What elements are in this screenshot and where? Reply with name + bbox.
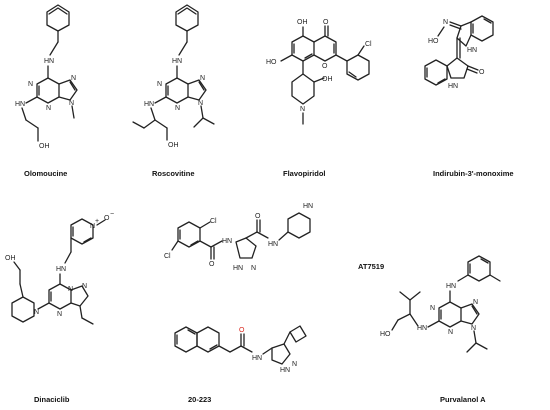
purvalanol-n9: N bbox=[471, 325, 476, 332]
indirubin-structure: HN N HO HN O Indirubin-3'-monoxime bbox=[424, 15, 514, 178]
indirubin-carbonyl-o: O bbox=[479, 69, 485, 76]
compound-20-223-nh: HN bbox=[252, 355, 262, 362]
purvalanol-a-structure: HN N N N N HN HO Purvalanol A bbox=[380, 255, 501, 404]
at7519-carbonyl-o1: O bbox=[209, 261, 215, 268]
olomoucine-structure: HN N N N N HN OH Olomoucine bbox=[15, 4, 78, 178]
dinaciclib-n-piperidine: N bbox=[34, 309, 39, 316]
flavopiridol-structure: O O Cl OH HO OH N Flavopiridol bbox=[266, 19, 372, 178]
dinaciclib-o-minus: O bbox=[104, 215, 110, 222]
flavopiridol-carbonyl-o: O bbox=[323, 19, 329, 26]
flavopiridol-n: N bbox=[300, 106, 305, 113]
at7519-cl-top: Cl bbox=[210, 218, 217, 225]
at7519-carbonyl-o2: O bbox=[255, 213, 261, 220]
dinaciclib-minus: − bbox=[110, 211, 114, 218]
flavopiridol-ring-o: O bbox=[322, 63, 328, 70]
olomoucine-oh: OH bbox=[39, 143, 50, 150]
indirubin-oxime-n: N bbox=[443, 19, 448, 26]
at7519-piperidine-nh: HN bbox=[303, 203, 313, 210]
compound-name-flavopiridol: Flavopiridol bbox=[283, 169, 326, 178]
compound-20-223-structure: O HN HN N 20-223 bbox=[174, 325, 307, 404]
roscovitine-structure: HN N N N N HN OH Roscovitine bbox=[132, 4, 215, 178]
flavopiridol-oh-piperidine: OH bbox=[322, 76, 333, 83]
flavopiridol-cl: Cl bbox=[365, 41, 372, 48]
flavopiridol-ho-7: HO bbox=[266, 59, 277, 66]
compound-name-olomoucine: Olomoucine bbox=[24, 169, 67, 178]
dinaciclib-n-bridge: N bbox=[68, 286, 73, 293]
compound-name-indirubin: Indirubin-3'-monoxime bbox=[433, 169, 514, 178]
compound-20-223-pyrazole-n: N bbox=[292, 361, 297, 368]
dinaciclib-structure: N + O − HN N N N N OH Dinaciclib bbox=[5, 211, 114, 404]
compound-20-223-carbonyl-o: O bbox=[239, 327, 245, 334]
dinaciclib-n-pyrazole: N bbox=[82, 283, 87, 290]
purvalanol-n3: N bbox=[448, 329, 453, 336]
roscovitine-n7: N bbox=[200, 75, 205, 82]
compound-name-20-223: 20-223 bbox=[188, 395, 211, 404]
dinaciclib-n-pyrimidine: N bbox=[57, 311, 62, 318]
purvalanol-n1: N bbox=[430, 305, 435, 312]
indirubin-nh-bottom: HN bbox=[448, 83, 458, 90]
at7519-pyrazole-n: N bbox=[251, 265, 256, 272]
roscovitine-n1: N bbox=[157, 81, 162, 88]
olomoucine-n7: N bbox=[71, 75, 76, 82]
roscovitine-n9: N bbox=[198, 100, 203, 107]
at7519-structure: Cl Cl O H N HN N O HN HN AT7519 bbox=[164, 203, 384, 272]
at7519-nh2: HN bbox=[268, 241, 278, 248]
at7519-pyrazole-hn: HN bbox=[233, 265, 243, 272]
indirubin-oxime-ho: HO bbox=[428, 38, 439, 45]
compound-name-dinaciclib: Dinaciclib bbox=[34, 395, 70, 404]
compound-name-roscovitine: Roscovitine bbox=[152, 169, 195, 178]
indirubin-nh-top: HN bbox=[467, 47, 477, 54]
roscovitine-oh: OH bbox=[168, 142, 179, 149]
at7519-n1: N bbox=[227, 238, 232, 245]
flavopiridol-oh-5: OH bbox=[297, 19, 308, 26]
olomoucine-n3: N bbox=[46, 105, 51, 112]
purvalanol-nh: HN bbox=[446, 283, 456, 290]
purvalanol-ho: HO bbox=[380, 331, 391, 338]
compound-20-223-pyrazole-hn: HN bbox=[280, 367, 290, 374]
at7519-nh1: H bbox=[222, 238, 227, 245]
dinaciclib-n-plus: + bbox=[95, 218, 99, 225]
compound-name-purvalanol-a: Purvalanol A bbox=[440, 395, 486, 404]
roscovitine-nh: HN bbox=[172, 58, 182, 65]
compound-name-at7519: AT7519 bbox=[358, 262, 384, 271]
olomoucine-nh2: HN bbox=[15, 101, 25, 108]
olomoucine-n9: N bbox=[69, 100, 74, 107]
olomoucine-nh: HN bbox=[44, 58, 54, 65]
olomoucine-n1: N bbox=[28, 81, 33, 88]
roscovitine-nh2: HN bbox=[144, 101, 154, 108]
purvalanol-n7: N bbox=[473, 299, 478, 306]
roscovitine-n3: N bbox=[175, 105, 180, 112]
dinaciclib-oh: OH bbox=[5, 255, 16, 262]
at7519-cl-bottom: Cl bbox=[164, 253, 171, 260]
dinaciclib-nh: HN bbox=[56, 266, 66, 273]
dinaciclib-pyridine-n: N bbox=[90, 223, 95, 230]
purvalanol-nh2: HN bbox=[417, 325, 427, 332]
